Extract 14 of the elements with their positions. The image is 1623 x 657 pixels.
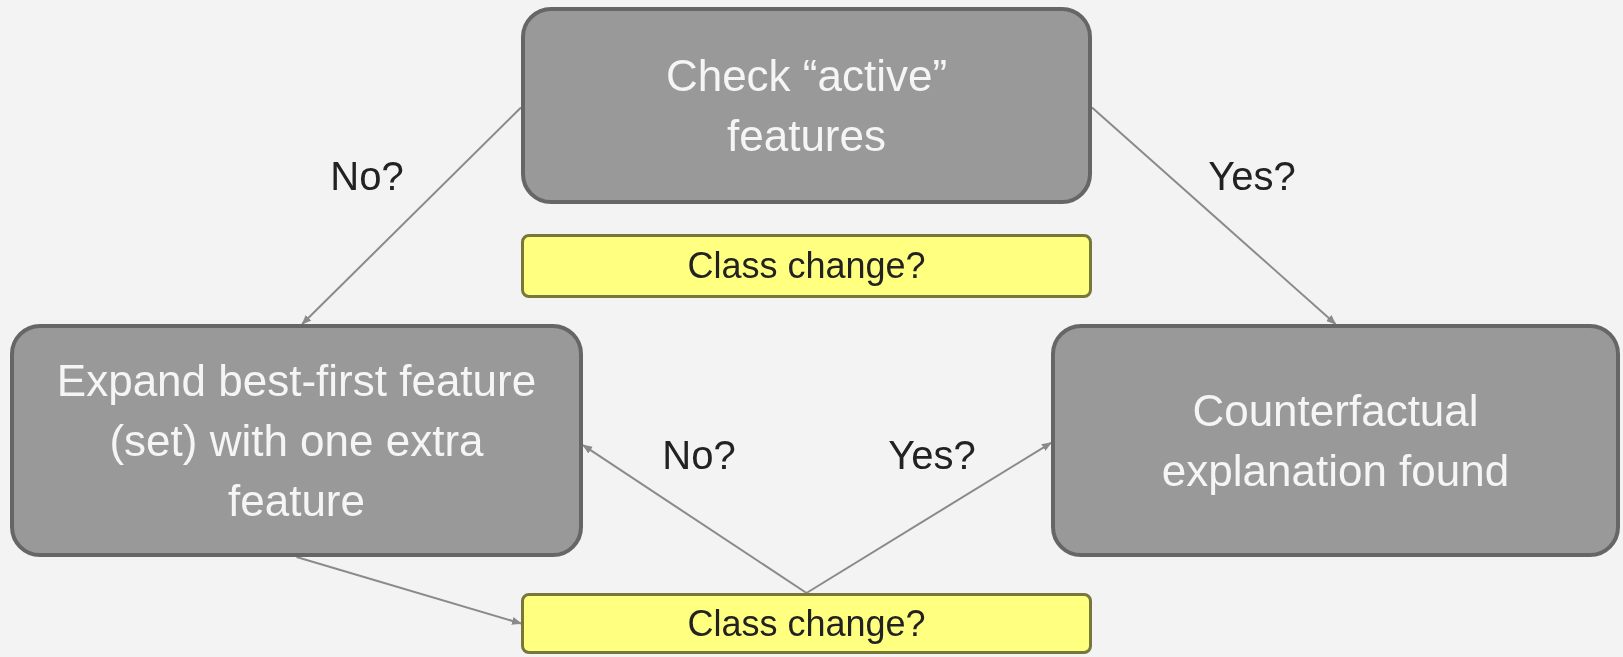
edge-label: No? <box>662 432 736 479</box>
edge-label: Yes? <box>888 432 976 479</box>
arrow <box>805 441 1052 594</box>
arrow <box>1091 106 1337 325</box>
arrow <box>295 556 522 625</box>
decision-box: Class change? <box>521 593 1092 654</box>
edge-label: Yes? <box>1208 153 1296 200</box>
process-box: Check “active” features <box>521 7 1092 204</box>
process-box: Counterfactual explanation found <box>1051 324 1620 557</box>
arrow <box>582 444 808 594</box>
edge-label: No? <box>330 153 404 200</box>
arrow <box>301 106 522 325</box>
process-box: Expand best-first feature (set) with one extra feature <box>10 324 583 557</box>
decision-box: Class change? <box>521 234 1092 298</box>
